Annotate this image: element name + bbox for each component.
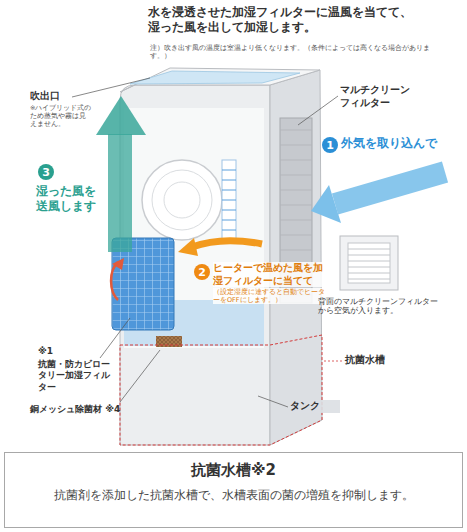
- copper-mesh: [156, 336, 182, 347]
- leader-line: [258, 396, 288, 407]
- rear-grille: [348, 243, 390, 283]
- warm-air-arrowhead: [178, 238, 198, 256]
- note: （設定湿度に達すると自動でヒーターをOFFにします。）: [213, 288, 325, 304]
- note: ※ハイブリッド式のため蒸気や霧は見えません。: [30, 104, 92, 128]
- filter-slab-lines: [222, 170, 236, 230]
- fan: [142, 160, 222, 240]
- leader-line: [72, 78, 150, 97]
- note: 注）吹き出す風の温度は室温より低くなります。（条件によっては高くなる場合がありま…: [150, 44, 450, 60]
- info-box: 抗菌水槽※2 抗菌剤を添加した抗菌水槽で、水槽表面の菌の増殖を抑制します。: [4, 452, 463, 528]
- housing-side: [270, 70, 322, 445]
- part-label: タンク: [290, 400, 340, 413]
- rotation-arrow: [111, 262, 118, 300]
- step-text: 湿った風を送風します: [36, 184, 100, 214]
- note: ※1: [38, 346, 68, 357]
- leader-line: [324, 361, 342, 362]
- housing-top: [120, 68, 320, 92]
- box-heading: 抗菌水槽※2: [15, 461, 452, 480]
- callout-number: 2: [194, 264, 210, 280]
- part-label: 抗菌水槽: [345, 354, 405, 367]
- rear-filter-inset: [340, 236, 398, 290]
- moist-air-arrow: [108, 134, 132, 252]
- warm-air-arrow: [192, 241, 262, 247]
- intake-arrow: [335, 172, 445, 204]
- moist-air-arrowhead: [96, 96, 146, 135]
- fan-ring: [152, 170, 212, 230]
- part-label: マルチクリーンフィルター: [340, 84, 418, 109]
- intake-arrowhead: [311, 185, 341, 223]
- callout-number: 1: [322, 137, 338, 153]
- leader-line: [100, 318, 130, 358]
- step-text: ヒーターで温めた風を加湿フィルターに当てて: [213, 262, 325, 287]
- fan-ring: [164, 182, 200, 218]
- rotation-arrowhead: [112, 258, 124, 270]
- box-body: 抗菌剤を添加した抗菌水槽で、水槽表面の菌の増殖を抑制します。: [15, 488, 452, 503]
- heading: 水を浸透させた加湿フィルターに温風を当てて、湿った風を出して加湿します。: [148, 5, 420, 35]
- tank-outline: [120, 335, 322, 445]
- grille-lines: [348, 249, 390, 279]
- leader-line: [298, 96, 338, 125]
- step-text: 外気を取り込んで: [341, 136, 463, 151]
- part-label: 銅メッシュ除菌材 ※4: [30, 404, 130, 415]
- leader-line: [120, 350, 160, 402]
- outlet-vent: [130, 71, 300, 84]
- part-label: 抗菌・防カビロータリー加湿フィルター: [38, 359, 118, 393]
- caption-text: 背面のマルチクリーンフィルターから空気が入ります。: [318, 297, 438, 316]
- callout-number: 3: [38, 164, 54, 180]
- filter-slab: [222, 160, 236, 242]
- part-label: 吹出口: [30, 90, 80, 103]
